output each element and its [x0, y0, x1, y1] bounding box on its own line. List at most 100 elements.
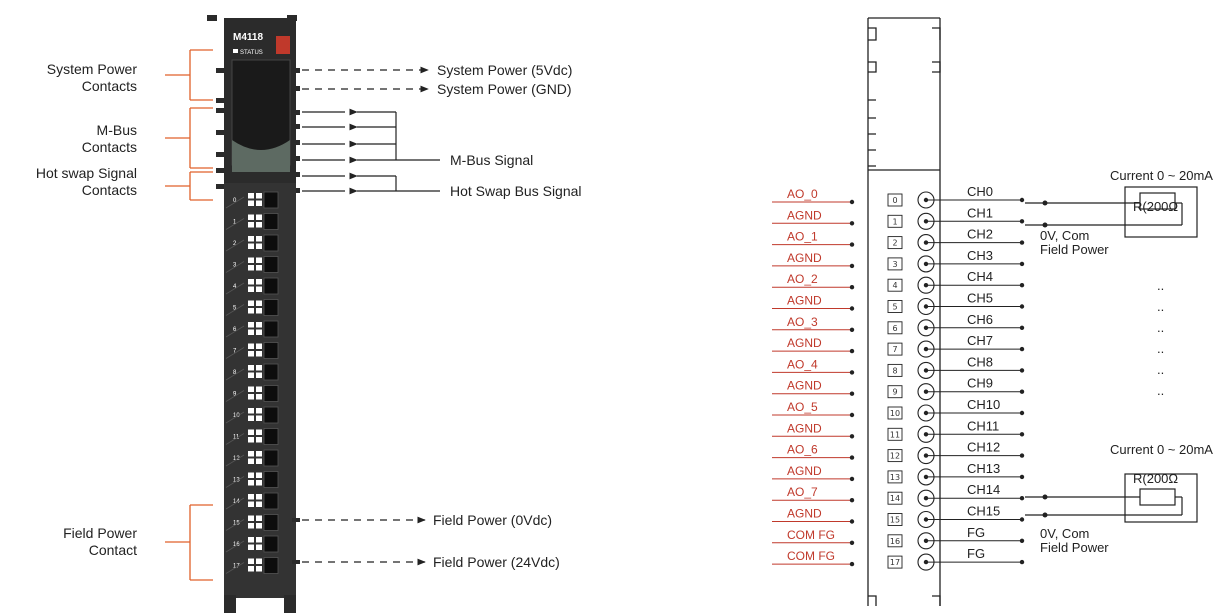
label-hot-swap-contacts-1: Hot swap Signal — [36, 165, 137, 181]
slot-number: 3 — [233, 263, 237, 269]
terminal-slot: 2 — [225, 234, 279, 252]
label-field-power-contact-2: Contact — [89, 542, 137, 558]
terminal-slot: 3 — [225, 256, 279, 273]
terminal-number: 1 — [892, 217, 897, 226]
channel-label: CH6 — [967, 312, 993, 327]
channel-label: CH11 — [967, 418, 999, 433]
com-bottom-1: 0V, Com — [1040, 526, 1089, 541]
left-labels — [165, 49, 213, 581]
ellipsis: .. — [1157, 320, 1164, 335]
signal-label: COM FG — [787, 549, 835, 563]
label-field-power-0v: Field Power (0Vdc) — [433, 512, 552, 528]
signal-label: AO_7 — [787, 485, 818, 499]
terminal-number: 3 — [892, 260, 897, 269]
current-label-bottom: Current 0 ~ 20mA — [1110, 442, 1213, 457]
terminal-slot: 13 — [225, 471, 279, 488]
terminal-slot: 11 — [225, 428, 279, 445]
label-hot-swap-contacts-2: Contacts — [82, 182, 137, 198]
channel-label: FG — [967, 546, 985, 561]
channel-label: CH8 — [967, 354, 993, 369]
channel-label: CH2 — [967, 227, 993, 242]
slot-number: 11 — [233, 435, 240, 441]
channel-label: CH15 — [967, 504, 1000, 519]
status-label: STATUS — [240, 50, 263, 56]
channel-label: CH5 — [967, 291, 993, 306]
signal-label: AGND — [787, 507, 822, 521]
slot-number: 0 — [233, 198, 237, 204]
wiring-row: AO_2 4 CH4 — [772, 269, 1025, 294]
terminal-number: 8 — [892, 366, 897, 375]
terminal-number: 0 — [892, 196, 897, 205]
module-signal-arrows — [302, 66, 440, 566]
signal-label: AGND — [787, 379, 822, 393]
slot-number: 17 — [233, 564, 240, 570]
signal-label: AGND — [787, 294, 822, 308]
terminal-slot: 6 — [225, 320, 279, 338]
slot-number: 14 — [233, 499, 240, 505]
terminal-number: 4 — [892, 281, 897, 290]
wiring-row: AO_4 8 CH8 — [772, 354, 1025, 379]
terminal-slot: 4 — [225, 277, 279, 295]
label-system-power-contacts-1: System Power — [47, 61, 138, 77]
terminal-slot: 17 — [225, 557, 279, 574]
ellipsis: .. — [1157, 341, 1164, 356]
com-top-2: Field Power — [1040, 242, 1109, 257]
terminal-slot: 5 — [225, 299, 279, 316]
com-bottom-2: Field Power — [1040, 540, 1109, 555]
terminal-number: 2 — [892, 239, 897, 248]
terminal-number: 7 — [892, 345, 897, 354]
slot-number: 9 — [233, 392, 237, 398]
channel-label: CH0 — [967, 184, 993, 199]
slot-number: 6 — [233, 327, 237, 333]
signal-label: AO_4 — [787, 357, 818, 371]
label-mbus-contacts-1: M-Bus — [97, 122, 137, 138]
terminal-slot: 8 — [225, 363, 279, 381]
channel-label: CH3 — [967, 248, 993, 263]
slot-number: 15 — [233, 521, 240, 527]
terminal-number: 6 — [892, 324, 897, 333]
ellipsis: .. — [1157, 299, 1164, 314]
slot-number: 5 — [233, 306, 237, 312]
signal-label: AO_2 — [787, 272, 818, 286]
terminal-slot: 10 — [225, 406, 279, 424]
wiring-row: AO_1 2 CH2 — [772, 227, 1025, 252]
ellipsis: .. — [1157, 362, 1164, 377]
channel-label: CH4 — [967, 269, 993, 284]
signal-label: COM FG — [787, 528, 835, 542]
slot-number: 16 — [233, 542, 240, 548]
channel-label: CH7 — [967, 333, 993, 348]
signal-label: AO_1 — [787, 230, 818, 244]
label-system-power-5v: System Power (5Vdc) — [437, 62, 572, 78]
signal-label: AGND — [787, 336, 822, 350]
wiring-row: AGND 11 CH11 — [772, 418, 1025, 443]
signal-label: AO_3 — [787, 315, 818, 329]
terminal-number: 9 — [892, 388, 897, 397]
terminal-number: 14 — [890, 494, 900, 503]
signal-label: AO_6 — [787, 443, 818, 457]
terminal-slot: 16 — [225, 535, 279, 553]
signal-label: AGND — [787, 421, 822, 435]
slot-number: 2 — [233, 241, 237, 247]
terminal-number: 10 — [890, 409, 900, 418]
label-system-power-contacts-2: Contacts — [82, 78, 137, 94]
terminal-slot: 1 — [225, 213, 279, 230]
terminal-slot: 12 — [225, 449, 279, 467]
label-system-power-gnd: System Power (GND) — [437, 81, 572, 97]
terminal-number: 11 — [890, 430, 900, 439]
slot-number: 4 — [233, 284, 237, 290]
label-mbus-contacts-2: Contacts — [82, 139, 137, 155]
module-model: M4118 — [233, 32, 263, 43]
